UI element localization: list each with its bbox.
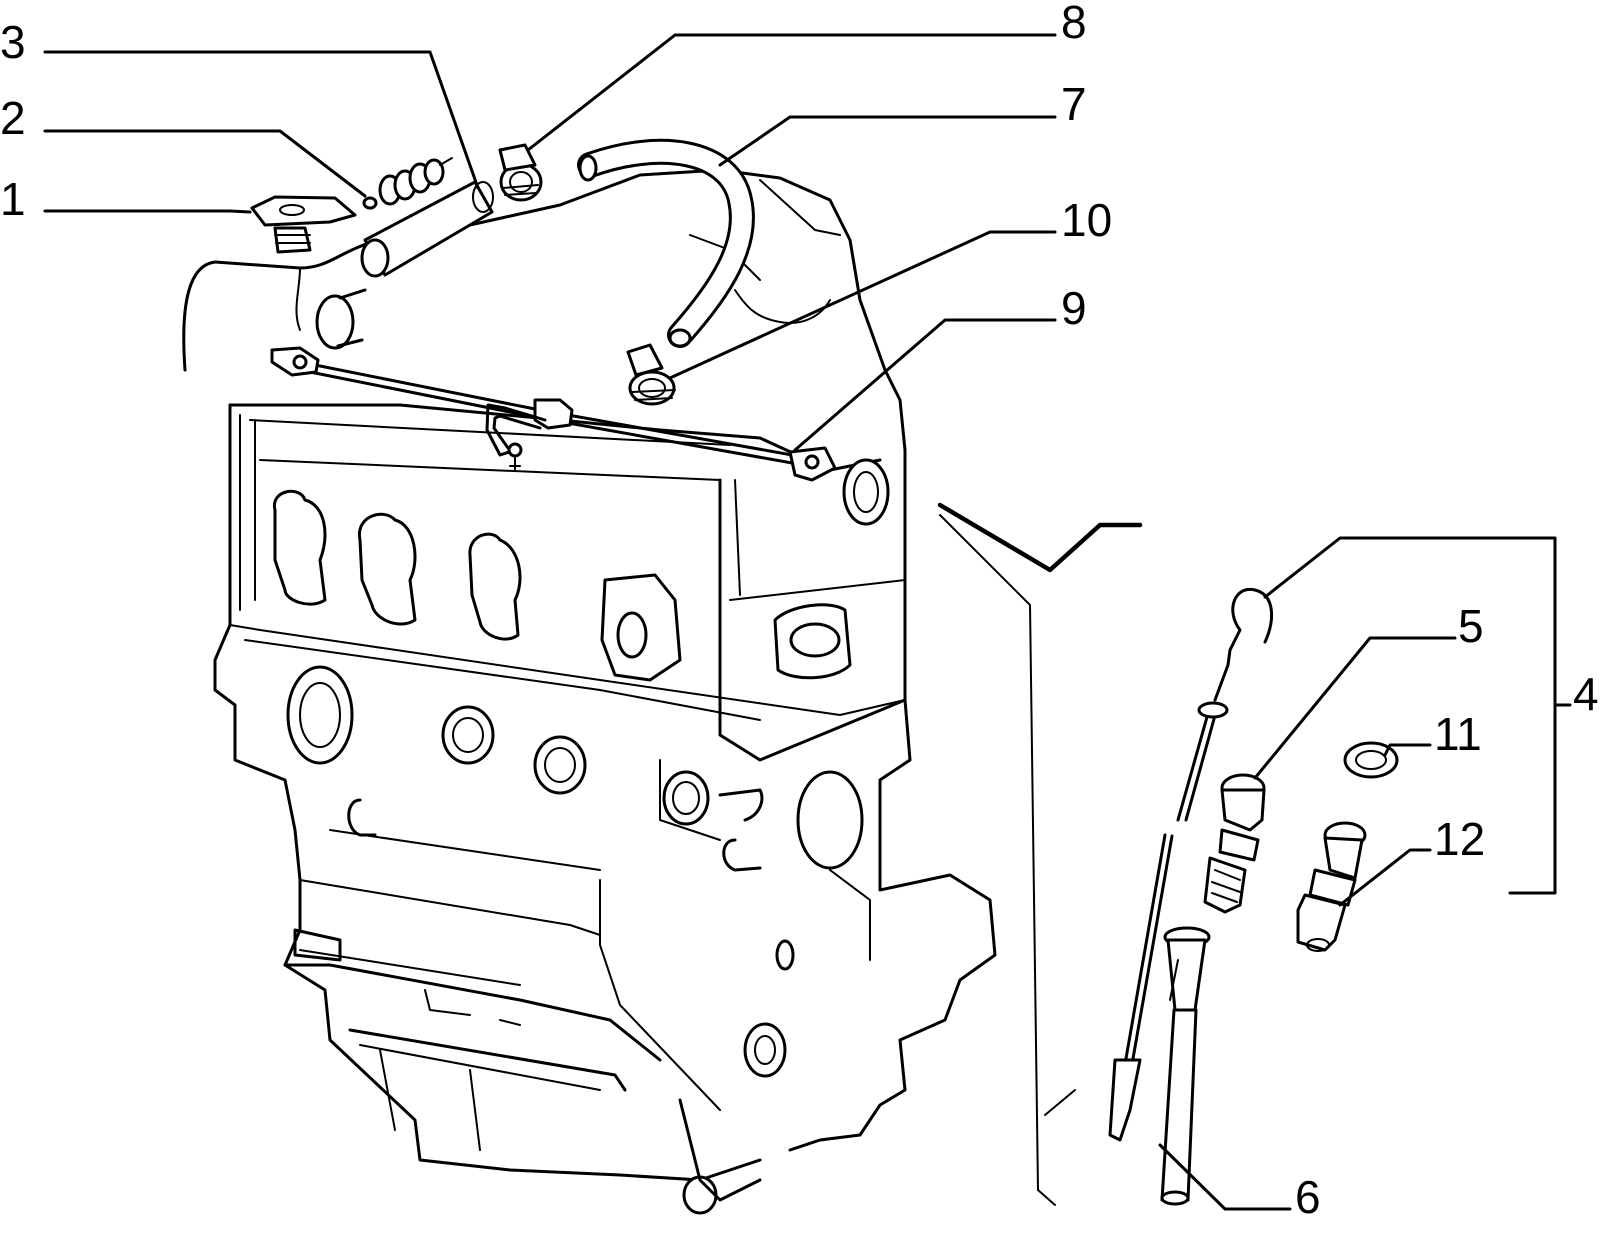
- leader-6: [1158, 1143, 1292, 1211]
- part-11-washer: [1343, 741, 1399, 779]
- part-3-breather-hose: [360, 180, 494, 278]
- leader-4-bracket: [1263, 536, 1572, 895]
- callout-2: 2: [0, 92, 26, 144]
- callout-3: 3: [0, 16, 26, 68]
- leader-10: [668, 230, 1057, 380]
- leader-7: [718, 115, 1057, 167]
- callout-5: 5: [1458, 600, 1484, 652]
- leader-lines: [43, 33, 1572, 1211]
- callout-7: 7: [1061, 78, 1087, 130]
- leader-1: [43, 209, 252, 214]
- part-4-dipstick: [1044, 587, 1274, 1142]
- leader-9: [793, 318, 1057, 452]
- leader-5: [1253, 636, 1457, 780]
- leader-3: [43, 50, 480, 190]
- part-8-hose-clamp: [498, 143, 543, 202]
- callout-8: 8: [1061, 0, 1087, 48]
- part-6-dipstick-tube: [1160, 926, 1211, 1206]
- leader-8: [526, 33, 1057, 152]
- callout-4: 4: [1573, 668, 1599, 720]
- part-10-hose-clamp: [626, 343, 676, 406]
- part-12-plug: [1296, 821, 1367, 952]
- callout-12: 12: [1434, 813, 1485, 865]
- part-7-curved-hose: [577, 138, 755, 348]
- callout-6: 6: [1295, 1171, 1321, 1223]
- part-9-oil-pipe: [270, 346, 837, 482]
- callout-1: 1: [0, 173, 26, 225]
- part-5-dipstick-seal: [1203, 773, 1266, 914]
- leader-2: [43, 129, 367, 198]
- leader-12: [1338, 848, 1432, 907]
- part-1-oil-filler-cap: [250, 195, 357, 254]
- callout-9: 9: [1061, 282, 1087, 334]
- leader-11: [1383, 743, 1432, 757]
- part-2-breather-valve: [362, 157, 453, 210]
- callout-10: 10: [1061, 194, 1112, 246]
- engine-block: [182, 168, 1143, 1215]
- callout-11: 11: [1434, 708, 1482, 760]
